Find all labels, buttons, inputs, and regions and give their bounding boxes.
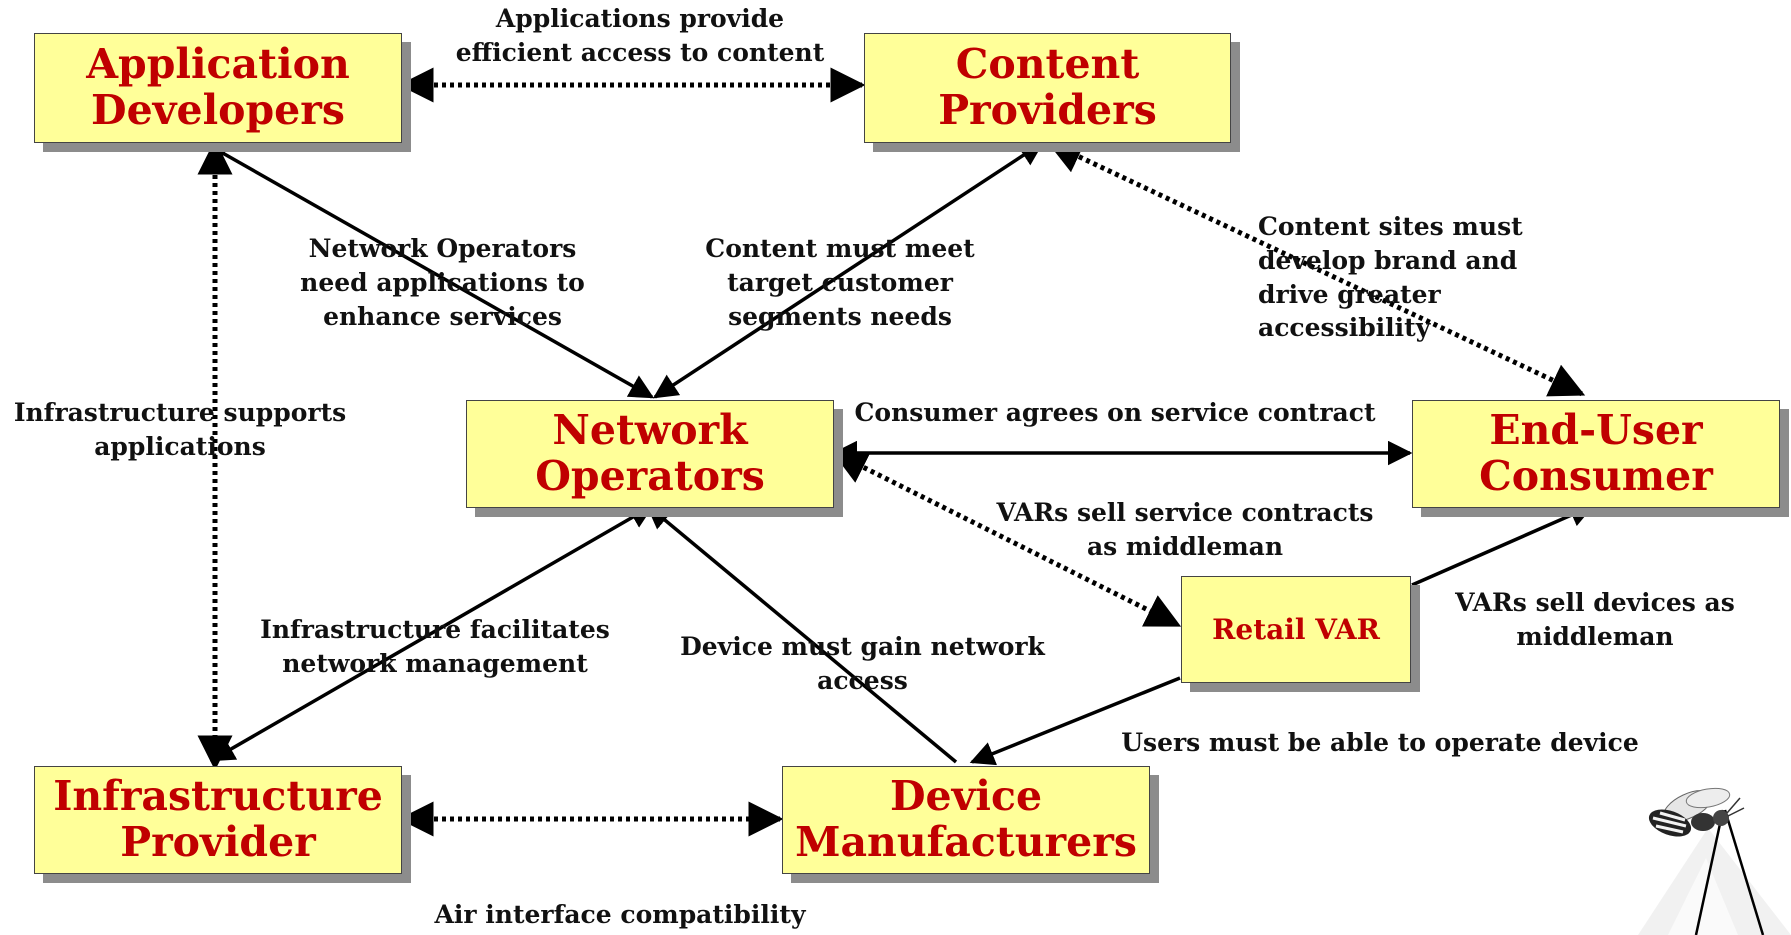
label-line: Content sites must: [1258, 212, 1523, 241]
label-vars-sell-devices: VARs sell devices as middleman: [1430, 586, 1760, 654]
label-line: accessibility: [1258, 313, 1431, 343]
node-line: Device: [889, 772, 1043, 821]
edge-retail-enduser: [1411, 503, 1595, 587]
node-line: Application: [86, 40, 350, 89]
wasp-icon: [1638, 787, 1791, 935]
label-line: Infrastructure facilitates: [260, 615, 610, 644]
label-line: access: [817, 665, 908, 695]
edge-network-device: [646, 504, 958, 764]
node-line: Provider: [120, 818, 316, 866]
label-line: middleman: [1516, 621, 1674, 651]
label-network-operators-need-apps: Network Operators need applications to e…: [275, 232, 610, 333]
label-line: segments needs: [728, 301, 952, 331]
label-line: Content must meet: [705, 234, 975, 263]
node-line: Developers: [91, 86, 345, 134]
node-line: Infrastructure: [53, 772, 383, 821]
node-line: End-User: [1489, 406, 1703, 455]
label-line: Device must gain network: [680, 632, 1045, 661]
node-line: Network: [552, 406, 748, 455]
label-line: VARs sell service contracts: [996, 498, 1374, 527]
label-line: target customer: [727, 267, 953, 297]
label-line: need applications to: [300, 267, 585, 297]
label-line: develop brand and: [1258, 245, 1518, 275]
label-line: network management: [282, 648, 588, 678]
node-line: Operators: [535, 452, 765, 500]
label-content-sites-brand: Content sites must develop brand and dri…: [1258, 210, 1558, 345]
label-vars-service-contracts: VARs sell service contracts as middleman: [975, 496, 1395, 564]
label-line: Consumer agrees on service contract: [854, 398, 1376, 427]
label-infrastructure-supports-apps: Infrastructure supports applications: [5, 396, 355, 464]
label-applications-provide-access: Applications provide efficient access to…: [440, 2, 840, 70]
label-line: Air interface compatibility: [434, 900, 806, 929]
label-line: Users must be able to operate device: [1121, 728, 1639, 757]
node-line: Content: [955, 40, 1140, 89]
label-line: Applications provide: [495, 4, 785, 33]
label-air-interface: Air interface compatibility: [400, 898, 840, 932]
node-line: Manufacturers: [795, 818, 1137, 866]
edge-network-infra: [209, 504, 655, 762]
node-retail-var: Retail VAR: [1181, 576, 1411, 683]
label-line: enhance services: [323, 301, 562, 331]
edge-content-enduser: [1046, 140, 1586, 397]
label-users-operate-device: Users must be able to operate device: [1110, 726, 1650, 760]
label-line: as middleman: [1086, 531, 1284, 561]
node-line: Providers: [938, 86, 1157, 134]
label-line: Network Operators: [308, 234, 577, 263]
label-device-network-access: Device must gain network access: [660, 630, 1065, 698]
node-line: Retail VAR: [1212, 612, 1380, 646]
label-line: applications: [94, 431, 266, 461]
label-content-must-meet: Content must meet target customer segmen…: [680, 232, 1000, 333]
edge-appdev-network: [202, 141, 655, 399]
label-line: Infrastructure supports: [13, 398, 347, 427]
label-line: efficient access to content: [455, 37, 825, 67]
label-line: drive greater: [1258, 279, 1441, 309]
label-infrastructure-network-mgmt: Infrastructure facilitates network manag…: [245, 613, 625, 681]
edge-content-network: [652, 141, 1045, 399]
label-line: VARs sell devices as: [1455, 588, 1735, 617]
label-consumer-service-contract: Consumer agrees on service contract: [845, 396, 1385, 430]
edge-retail-device: [969, 676, 1181, 766]
node-line: Consumer: [1479, 452, 1713, 500]
